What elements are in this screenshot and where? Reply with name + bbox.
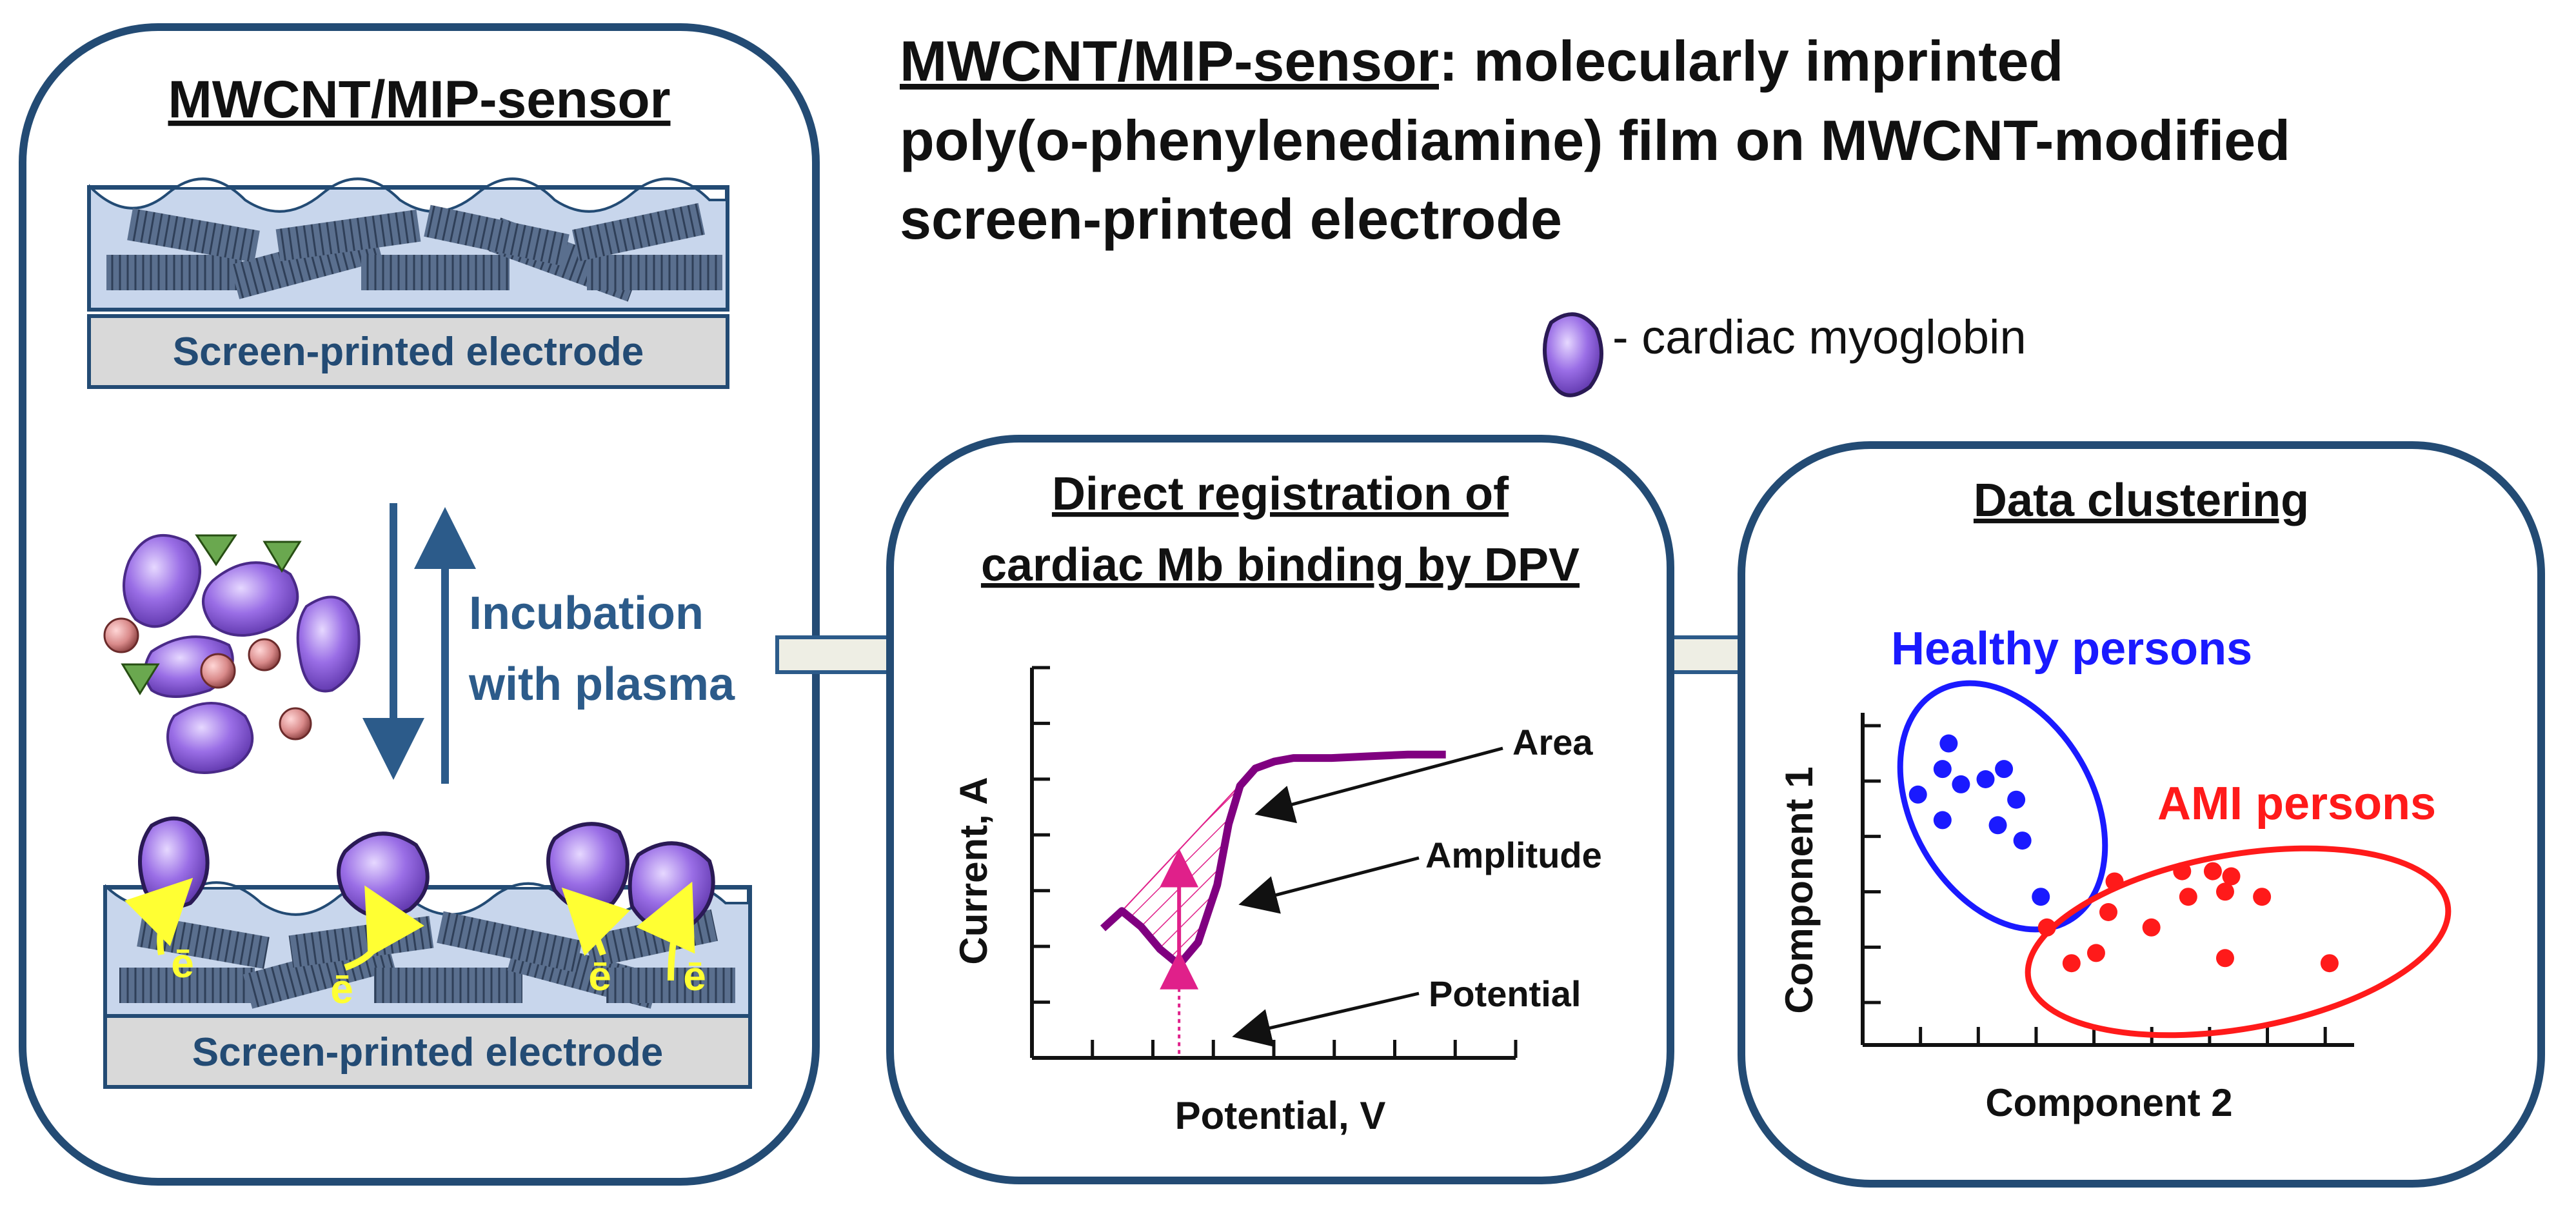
- bottom-electrode-base: [103, 1014, 752, 1089]
- ami-point: [2037, 918, 2056, 937]
- cluster-panel-title: Data clustering: [1974, 475, 2309, 526]
- dpv-ylabel: Current, A: [952, 777, 995, 964]
- healthy-group-label: Healthy persons: [1891, 623, 2252, 675]
- ami-group-label: AMI persons: [2157, 778, 2436, 830]
- ami-point: [2173, 862, 2192, 881]
- healthy-cluster-ellipse: [1897, 680, 2108, 933]
- dpv-chart: Area Amplitude Potential Current, A Pote…: [952, 666, 1602, 1137]
- header-title-rest: : molecularly imprinted: [1439, 29, 2063, 93]
- header-title-underlined: MWCNT/MIP-sensor: [900, 29, 1439, 93]
- healthy-point: [1988, 816, 2007, 835]
- electron-symbol: ē: [171, 940, 194, 986]
- electron-transfer-arrow: [124, 877, 193, 955]
- ami-cluster-ellipse: [2025, 845, 2452, 1039]
- header-title-line3: screen-printed electrode: [900, 187, 1562, 251]
- healthy-point: [2013, 831, 2032, 850]
- plasma-protein-ball: [279, 707, 312, 741]
- plasma-protein-ball: [248, 638, 281, 672]
- dpv-panel-title-line2: cardiac Mb binding by DPV: [981, 539, 1580, 591]
- dpv-xlabel: Potential, V: [1175, 1094, 1386, 1137]
- cluster-xlabel: Component 2: [1985, 1081, 2232, 1124]
- ami-point: [2086, 944, 2105, 962]
- ami-point: [2222, 867, 2241, 886]
- bound-myoglobin: [546, 822, 629, 913]
- healthy-point: [1939, 734, 1958, 753]
- healthy-point: [1933, 760, 1952, 779]
- myoglobin-legend-icon: [1543, 312, 1603, 397]
- electron-transfer-arrow: [344, 885, 424, 971]
- dpv-panel: Direct registration of cardiac Mb bindin…: [886, 435, 1674, 1184]
- top-electrode-base: [87, 314, 729, 389]
- plasma-protein-ball: [200, 653, 236, 689]
- cluster-panel-frame: [1738, 441, 2545, 1188]
- ami-point: [2105, 872, 2124, 891]
- healthy-point: [1952, 775, 1970, 793]
- incubation-label-line2: with plasma: [468, 659, 735, 710]
- healthy-point: [1995, 760, 2014, 779]
- myoglobin-legend: - cardiac myoglobin: [1543, 310, 2026, 397]
- sensor-panel-title: MWCNT/MIP-sensor: [168, 70, 671, 129]
- ami-point: [2179, 888, 2197, 906]
- ami-point: [2062, 954, 2081, 973]
- cluster-points: [1908, 734, 2339, 973]
- ami-point: [2203, 862, 2222, 881]
- healthy-point: [1976, 770, 1995, 788]
- plasma-protein-ball: [103, 617, 139, 653]
- sensor-panel: MWCNT/MIP-sensor Screen-printed electrod…: [19, 23, 820, 1186]
- myoglobin-molecule: [296, 595, 361, 693]
- myoglobin-molecule: [123, 534, 201, 628]
- header-title-line2: poly(o-phenylenediamine) film on MWCNT-m…: [900, 108, 2290, 172]
- area-leader: [1254, 746, 1503, 824]
- ami-point: [2215, 949, 2234, 968]
- bottom-electrode-label: Screen-printed electrode: [192, 1030, 663, 1075]
- cluster-y-ticks: [1863, 724, 1881, 1004]
- electron-symbol: ē: [330, 966, 353, 1012]
- cluster-chart: Healthy persons AMI persons Component 1 …: [1778, 623, 2452, 1124]
- dpv-annotation-area: Area: [1512, 722, 1593, 762]
- dpv-annotation-amplitude: Amplitude: [1425, 835, 1602, 875]
- electron-symbol: ē: [683, 953, 706, 999]
- cluster-x-ticks: [1919, 1027, 2327, 1045]
- header-title-line1: MWCNT/MIP-sensor: molecularly imprinted: [900, 29, 2063, 93]
- electron-transfer-arrow: [636, 881, 695, 981]
- ami-point: [2320, 954, 2339, 973]
- top-electrode: Screen-printed electrode: [87, 177, 729, 389]
- bottom-electrode: ē ē ē ē Screen-printed electrode: [103, 816, 752, 1089]
- dpv-x-ticks: [1091, 1040, 1518, 1058]
- ami-point: [2253, 888, 2272, 906]
- myoglobin-molecule: [166, 702, 254, 774]
- plasma-triangle-molecule: [263, 541, 302, 573]
- top-electrode-label: Screen-printed electrode: [173, 330, 644, 374]
- header: MWCNT/MIP-sensor: molecularly imprinted …: [900, 29, 2290, 251]
- plasma-triangle-molecule: [121, 663, 160, 695]
- incubation-arrows: [362, 503, 476, 784]
- bound-myoglobin: [628, 841, 715, 931]
- top-electrode-imprint-cavities: [89, 177, 728, 213]
- myoglobin-molecule: [202, 561, 299, 637]
- top-nanotube-bundle: [106, 203, 722, 302]
- electron-transfer-arrow: [561, 887, 630, 956]
- dpv-panel-title-line1: Direct registration of: [1052, 468, 1509, 520]
- ami-point: [2099, 903, 2117, 921]
- bound-myoglobin: [337, 831, 430, 919]
- ami-point: [2142, 918, 2161, 937]
- healthy-point: [2032, 888, 2050, 906]
- plasma-triangle-molecule: [195, 534, 237, 566]
- dpv-annotation-potential: Potential: [1429, 973, 1581, 1014]
- healthy-point: [2007, 790, 2026, 809]
- cluster-ylabel: Component 1: [1778, 766, 1821, 1013]
- plasma-molecules: [103, 534, 361, 774]
- myoglobin-legend-label: - cardiac myoglobin: [1612, 310, 2026, 364]
- healthy-point: [1933, 811, 1952, 830]
- cluster-panel: Data clustering Healthy persons AMI pers…: [1738, 441, 2545, 1188]
- dpv-curve: [1100, 750, 1446, 969]
- amplitude-leader: [1238, 856, 1420, 914]
- healthy-point: [1908, 785, 1927, 804]
- incubation-label-line1: Incubation: [469, 588, 704, 639]
- dpv-y-ticks: [1032, 666, 1050, 1004]
- potential-leader: [1232, 991, 1420, 1047]
- electron-symbol: ē: [588, 953, 611, 999]
- ami-point: [2215, 882, 2234, 901]
